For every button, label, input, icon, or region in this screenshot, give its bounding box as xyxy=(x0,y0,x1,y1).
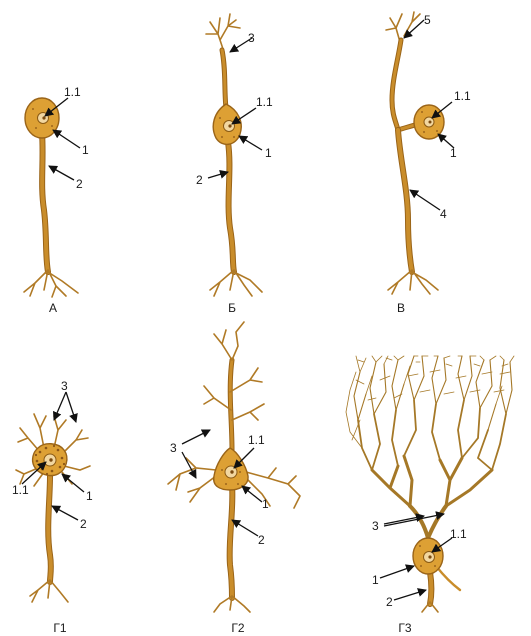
panel-g2: 3 1.1 1 2 Г2 xyxy=(167,321,301,635)
panel-v-label-process: 4 xyxy=(440,207,447,221)
panel-a-caption: А xyxy=(49,301,57,315)
panel-g1-label-nucleus: 1.1 xyxy=(12,483,29,497)
panel-b-label-axon: 2 xyxy=(196,173,203,187)
panel-g1-label-axon: 2 xyxy=(80,517,87,531)
panel-b-label-dendrite: 3 xyxy=(248,31,255,45)
panel-g3-label-nucleus: 1.1 xyxy=(450,527,467,541)
panel-v: 5 1.1 1 4 В xyxy=(385,11,471,315)
panel-g2-dendrites xyxy=(167,321,301,509)
panel-g3-dendritic-tree xyxy=(345,355,515,540)
panel-g2-label-body: 1 xyxy=(262,497,269,511)
panel-g2-label-dendrites: 3 xyxy=(170,441,177,455)
panel-g3-label-axon: 2 xyxy=(386,595,393,609)
panel-g2-axon xyxy=(213,481,251,613)
panel-v-label-body: 1 xyxy=(450,146,457,160)
panel-g3: 3 1.1 1 2 Г3 xyxy=(345,355,515,635)
panel-b: 3 1.1 1 2 Б xyxy=(196,13,273,315)
panel-v-processes xyxy=(385,11,439,295)
panel-g3-caption: Г3 xyxy=(398,621,411,635)
panel-v-label-nucleus: 1.1 xyxy=(454,89,471,103)
panel-g1-label-body: 1 xyxy=(86,489,93,503)
panel-g1-caption: Г1 xyxy=(53,621,66,635)
panel-a-label-body: 1 xyxy=(82,143,89,157)
panel-a: 1.1 1 2 А xyxy=(23,85,89,315)
panel-b-caption: Б xyxy=(228,301,236,315)
panel-b-processes xyxy=(205,13,263,297)
panel-g3-label-dendrites: 3 xyxy=(372,519,379,533)
panel-g1: 3 1.1 1 2 Г1 xyxy=(12,379,93,635)
panel-g2-label-axon: 2 xyxy=(258,533,265,547)
panel-g1-dendrites xyxy=(15,413,91,487)
panel-v-caption: В xyxy=(397,301,405,315)
panel-g1-axon xyxy=(29,473,69,603)
panel-a-axon xyxy=(23,130,79,298)
panel-v-label-terminal: 5 xyxy=(424,13,431,27)
panel-g2-label-nucleus: 1.1 xyxy=(248,433,265,447)
panel-a-label-nucleus: 1.1 xyxy=(64,85,81,99)
panel-b-label-nucleus: 1.1 xyxy=(256,95,273,109)
panel-b-label-body: 1 xyxy=(265,146,272,160)
panel-g3-label-body: 1 xyxy=(372,573,379,587)
panel-a-label-axon: 2 xyxy=(76,177,83,191)
panel-g3-axon xyxy=(421,564,462,613)
panel-g1-label-dendrites: 3 xyxy=(61,379,68,393)
panel-g2-caption: Г2 xyxy=(231,621,244,635)
